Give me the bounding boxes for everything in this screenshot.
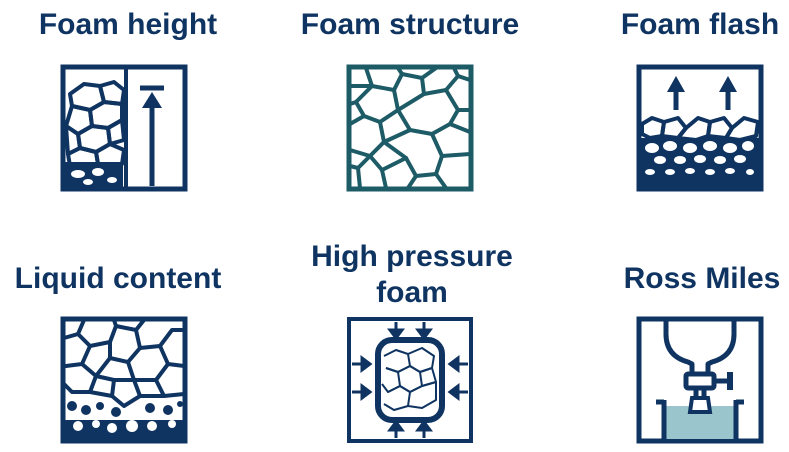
high-pressure-foam-label-line2: foam: [376, 276, 448, 309]
liquid-content-label: Liquid content: [14, 262, 222, 295]
foam-structure-icon: [346, 64, 474, 192]
foam-height-icon: [60, 64, 188, 192]
liquid-content-icon: [60, 316, 188, 444]
foam-height-label: Foam height: [38, 8, 218, 41]
high-pressure-foam-label-line1: High pressure: [311, 240, 513, 273]
foam-flash-label: Foam flash: [620, 8, 780, 41]
foam-flash-icon: [636, 64, 764, 192]
high-pressure-foam-icon: [346, 316, 474, 444]
ross-miles-icon: [636, 316, 764, 444]
ross-miles-label: Ross Miles: [623, 262, 781, 295]
foam-structure-label: Foam structure: [300, 8, 520, 41]
